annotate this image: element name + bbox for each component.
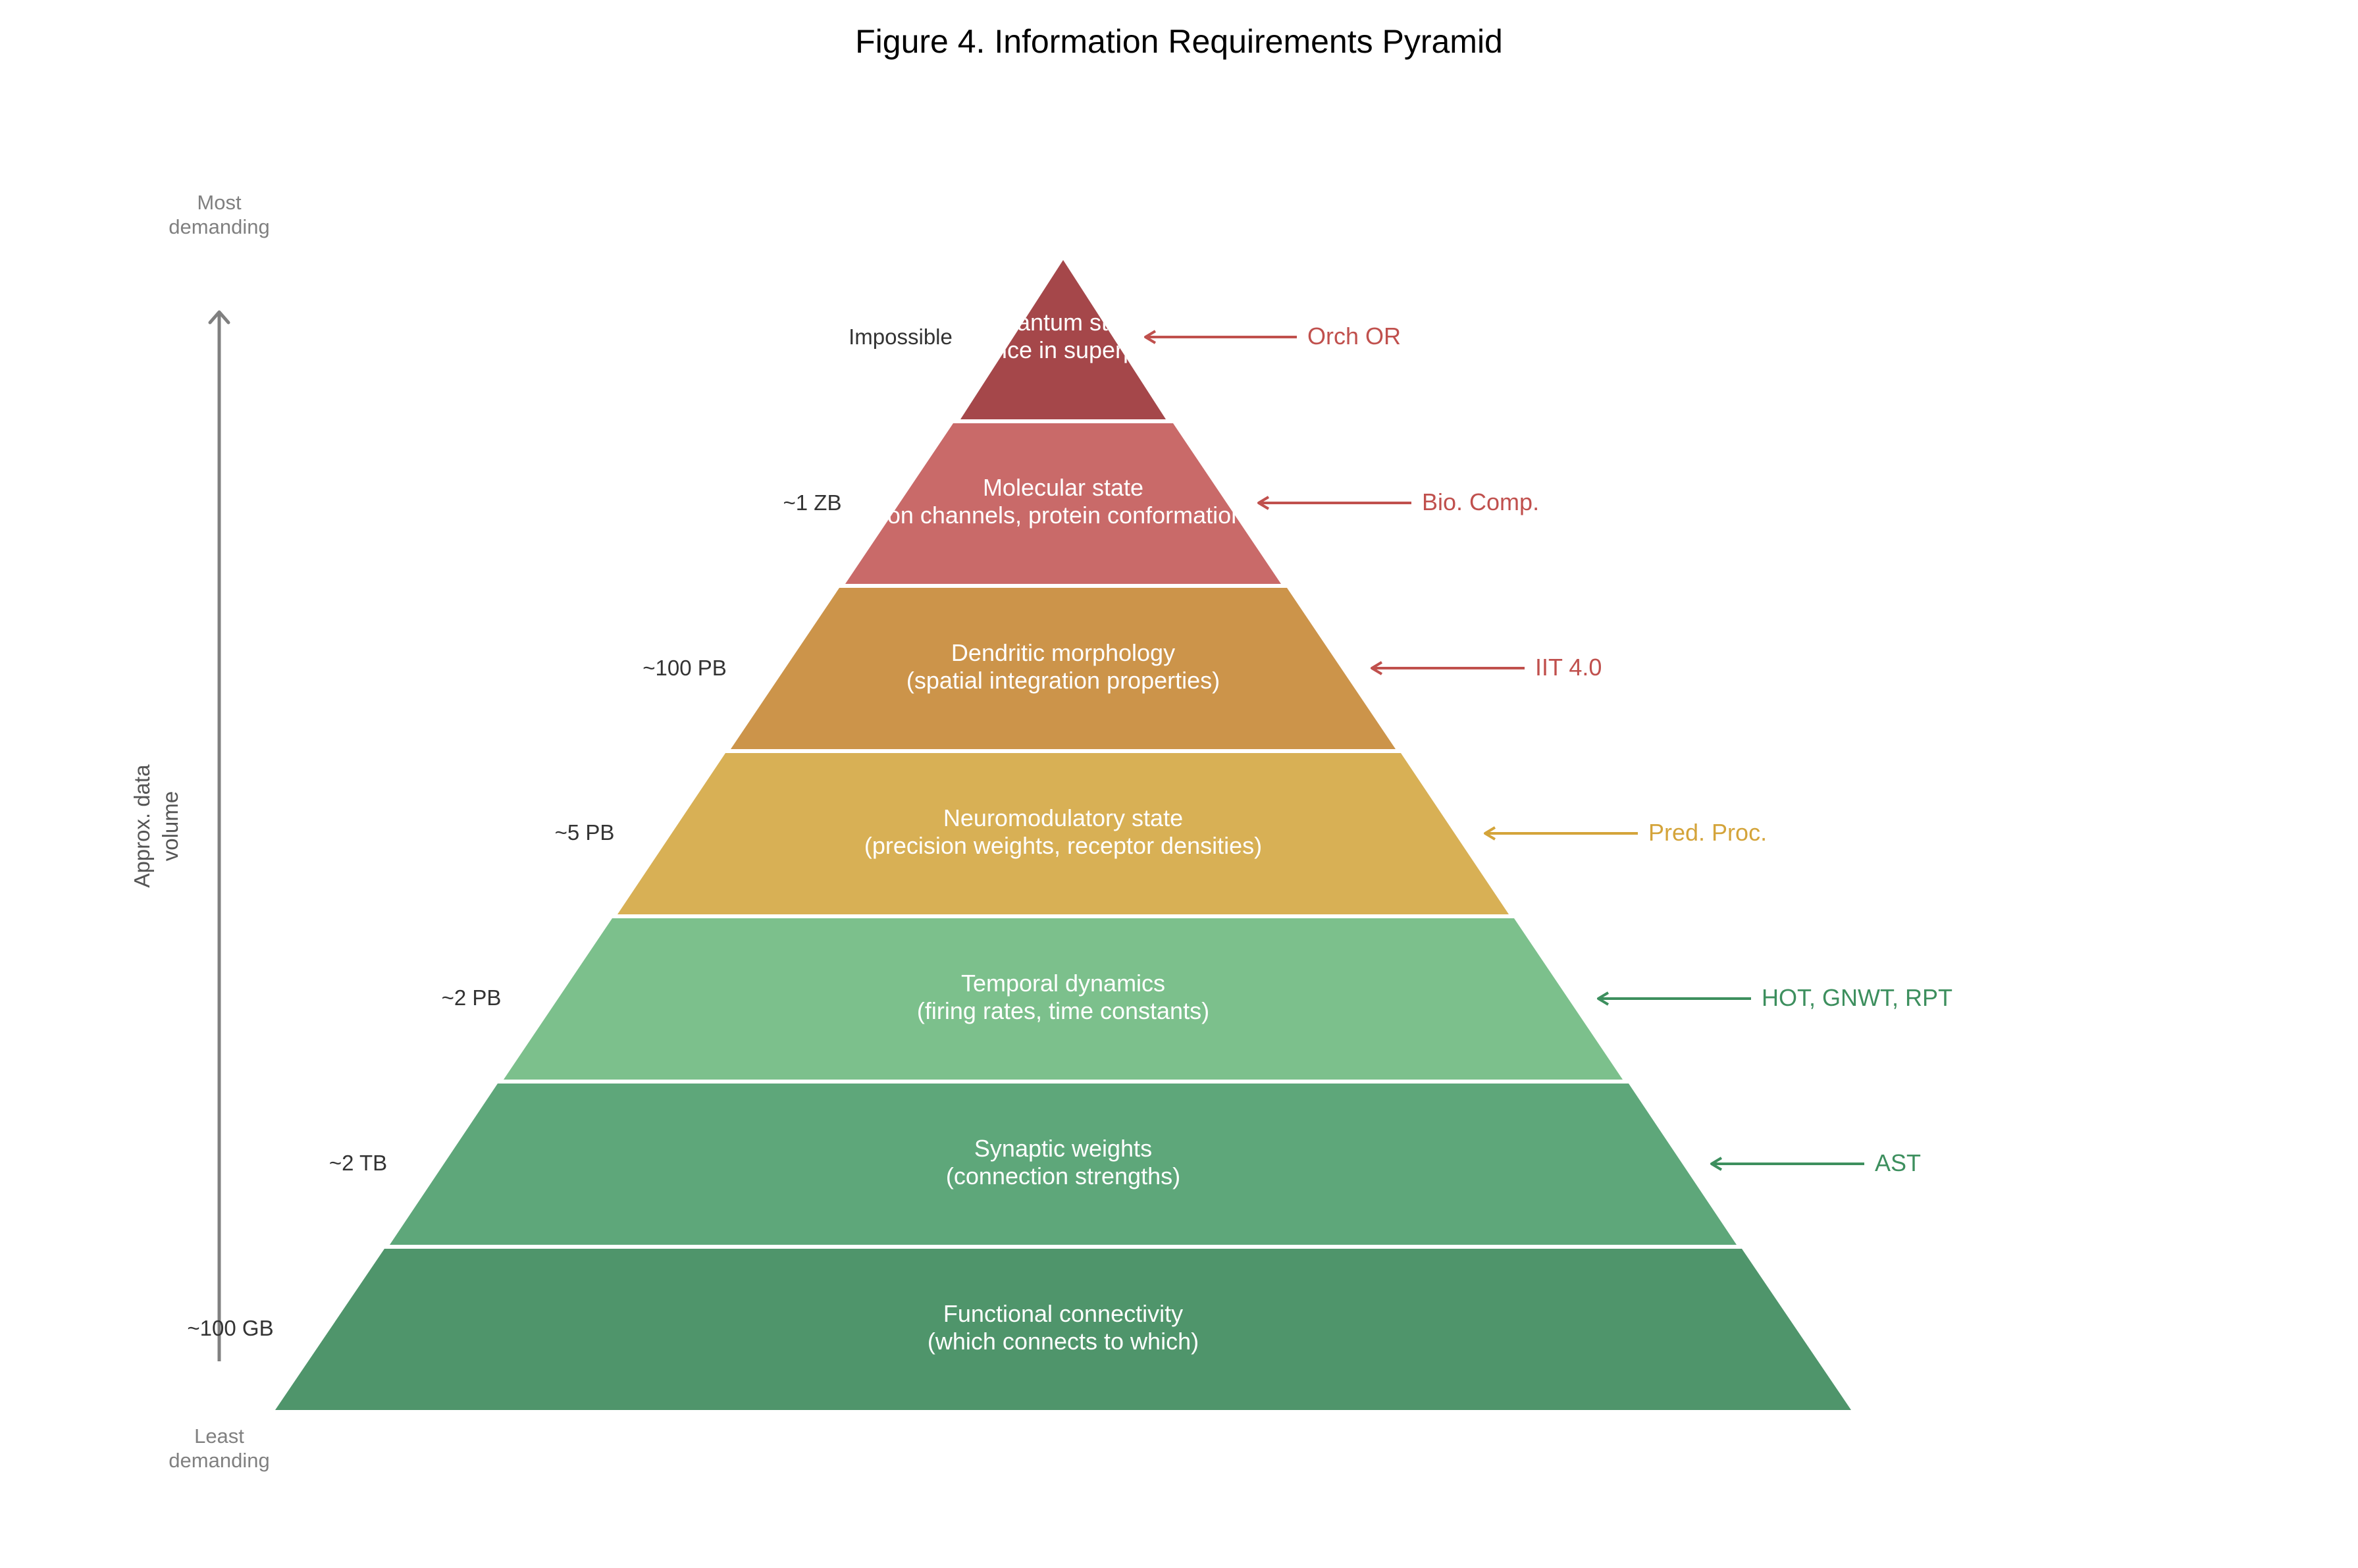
layer-functional-title: Functional connectivity (943, 1300, 1183, 1327)
layer-synaptic-arrowhead (1710, 1157, 1723, 1171)
layer-molecular-detail: (ion channels, protein conformation) (874, 502, 1252, 529)
layer-molecular-theory: Bio. Comp. (1422, 488, 1539, 515)
layer-dendritic-arrowhead (1371, 661, 1383, 675)
layer-quantum-detail: (coherence in superposition) (914, 336, 1213, 363)
layer-molecular-volume: ~1 ZB (783, 490, 842, 515)
axis-top-label-line1: Most (197, 191, 242, 214)
layer-neuromodulatory-detail: (precision weights, receptor densities) (864, 832, 1262, 859)
layer-dendritic-morphology: Dendritic morphology (spatial integratio… (642, 588, 1602, 749)
data-volume-axis: Most demanding Approx. data volume Least… (130, 191, 270, 1472)
layer-synaptic-theory: AST (1875, 1149, 1921, 1176)
layer-functional-detail: (which connects to which) (928, 1328, 1199, 1355)
layer-temporal-volume: ~2 PB (442, 985, 502, 1010)
layer-synaptic-detail: (connection strengths) (946, 1163, 1180, 1189)
layer-synaptic-shape (390, 1084, 1737, 1245)
layer-quantum-shape (960, 260, 1166, 419)
layer-neuromodulatory-shape (617, 753, 1509, 914)
layer-functional-volume: ~100 GB (187, 1316, 273, 1340)
layer-quantum-state: Quantum state (coherence in superpositio… (849, 260, 1401, 419)
layer-neuromodulatory-state: Neuromodulatory state (precision weights… (555, 753, 1767, 914)
layer-quantum-volume: Impossible (849, 325, 953, 349)
figure-title: Figure 4. Information Requirements Pyram… (855, 23, 1503, 60)
layer-synaptic-title: Synaptic weights (974, 1135, 1152, 1162)
layer-quantum-title: Quantum state (985, 309, 1141, 336)
axis-top-label-line2: demanding (169, 215, 269, 238)
layer-temporal-theory: HOT, GNWT, RPT (1762, 984, 1952, 1011)
layer-quantum-arrowhead (1144, 330, 1157, 344)
layer-functional-shape (275, 1249, 1851, 1410)
layer-temporal-dynamics: Temporal dynamics (firing rates, time co… (442, 918, 1952, 1080)
layer-molecular-title: Molecular state (983, 474, 1143, 501)
axis-label-line1: Approx. data (130, 764, 154, 888)
layer-temporal-title: Temporal dynamics (961, 970, 1165, 997)
layer-neuromodulatory-volume: ~5 PB (555, 820, 615, 845)
axis-bottom-label-line1: Least (194, 1424, 244, 1448)
layer-neuromodulatory-title: Neuromodulatory state (943, 804, 1183, 831)
layer-synaptic-weights: Synaptic weights (connection strengths) … (329, 1084, 1921, 1245)
layer-quantum-theory: Orch OR (1307, 323, 1401, 350)
layer-dendritic-shape (731, 588, 1396, 749)
axis-arrow-head (208, 310, 230, 325)
layer-temporal-arrowhead (1597, 991, 1610, 1006)
layer-neuromodulatory-theory: Pred. Proc. (1648, 819, 1767, 846)
layer-temporal-shape (504, 918, 1623, 1080)
layer-synaptic-volume: ~2 TB (329, 1151, 387, 1175)
layer-molecular-shape (845, 423, 1281, 584)
layer-molecular-arrowhead (1257, 496, 1270, 510)
layer-dendritic-title: Dendritic morphology (951, 639, 1175, 666)
layer-dendritic-detail: (spatial integration properties) (906, 667, 1220, 694)
layer-molecular-state: Molecular state (ion channels, protein c… (783, 423, 1539, 584)
layer-temporal-detail: (firing rates, time constants) (917, 997, 1209, 1024)
layer-dendritic-volume: ~100 PB (642, 656, 727, 680)
layer-dendritic-theory: IIT 4.0 (1535, 654, 1602, 681)
layer-neuromodulatory-arrowhead (1484, 826, 1496, 841)
axis-bottom-label-line2: demanding (169, 1449, 269, 1472)
axis-label-line2: volume (158, 791, 182, 861)
layer-functional-connectivity: Functional connectivity (which connects … (187, 1249, 1851, 1410)
